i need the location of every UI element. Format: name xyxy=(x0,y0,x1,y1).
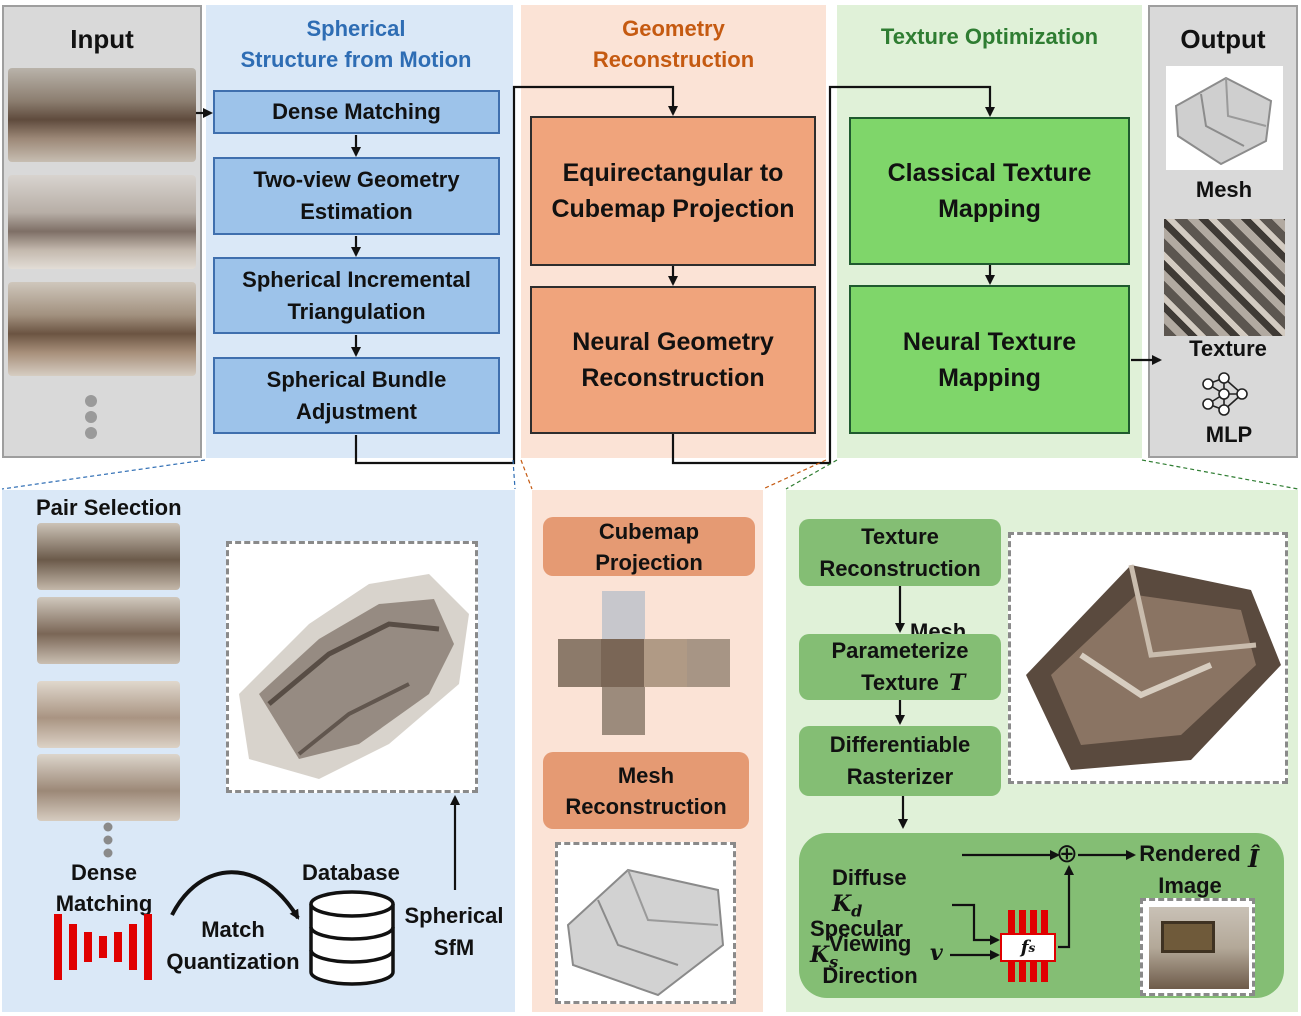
parameterize-text: Parameterize Texture xyxy=(831,638,969,695)
texture-symbol: T xyxy=(949,670,966,696)
function-subscript: s xyxy=(1028,940,1036,955)
pair-image-1b xyxy=(37,597,180,664)
mlp-network-icon xyxy=(1200,372,1252,418)
plus-icon: ⊕ xyxy=(1056,838,1078,868)
cubemap-projection-pill: Cubemap Projection xyxy=(543,517,755,576)
sfm-title: Spherical Structure from Motion xyxy=(240,16,472,72)
pair-image-2a xyxy=(37,681,180,748)
dense-matching-step: Dense Matching xyxy=(213,90,500,134)
textured-mesh-render xyxy=(1008,532,1288,784)
parameterize-texture-pill: Parameterize Texture T xyxy=(799,634,1001,700)
texture-reconstruction-pill: Texture Reconstruction xyxy=(799,519,1001,586)
more-dots-icon xyxy=(84,394,98,440)
rendered-image-thumbnail xyxy=(1140,898,1255,996)
geometry-title: Geometry Reconstruction xyxy=(592,16,755,72)
viewing-symbol: v xyxy=(930,940,943,966)
pair-selection-label: Pair Selection xyxy=(36,495,182,520)
two-view-geometry-step: Two-view Geometry Estimation xyxy=(213,157,500,235)
texture-title: Texture Optimization xyxy=(880,24,1099,49)
diffuse-subscript: d xyxy=(851,901,863,921)
pair-more-dots-icon xyxy=(102,822,114,858)
output-title: Output xyxy=(1180,24,1266,54)
incremental-triangulation-step: Spherical Incremental Triangulation xyxy=(213,257,500,334)
mesh-reconstruction-pill: Mesh Reconstruction xyxy=(543,752,749,829)
pair-image-1a xyxy=(37,523,180,590)
output-mesh-image xyxy=(1166,66,1283,170)
specular-symbol: K xyxy=(810,942,830,968)
rendered-symbol: Î xyxy=(1248,844,1260,873)
input-panorama-3 xyxy=(8,282,196,376)
sparse-point-cloud xyxy=(226,541,478,793)
cubemap-cross-image xyxy=(558,591,730,735)
database-label: Database xyxy=(302,860,400,885)
classical-texture-step: Classical Texture Mapping xyxy=(849,117,1130,265)
diffuse-symbol: K xyxy=(832,891,852,917)
specular-label: Specular Ks xyxy=(810,890,903,971)
rendered-image-label: Rendered Image xyxy=(1139,841,1241,898)
output-mlp-label: MLP xyxy=(1205,422,1253,447)
output-texture-image xyxy=(1164,219,1285,336)
neural-geometry-step: Neural Geometry Reconstruction xyxy=(530,286,816,434)
input-panorama-2 xyxy=(8,175,196,269)
output-texture-label: Texture xyxy=(1189,336,1267,361)
diffuse-text: Diffuse xyxy=(832,865,907,890)
input-title: Input xyxy=(70,24,134,54)
output-mesh-label: Mesh xyxy=(1195,177,1253,202)
viewing-direction-label: Viewing Direction xyxy=(822,931,918,988)
match-quantization-label: Match Quantization xyxy=(166,917,300,974)
specular-subscript: s xyxy=(829,952,839,972)
pair-image-2b xyxy=(37,754,180,821)
spherical-sfm-label: Spherical SfM xyxy=(404,903,504,960)
bundle-adjustment-step: Spherical Bundle Adjustment xyxy=(213,357,500,434)
specular-text: Specular xyxy=(810,916,903,941)
network-bars-icon xyxy=(54,914,154,980)
reconstructed-mesh-image xyxy=(555,842,736,1004)
cubemap-projection-step: Equirectangular to Cubemap Projection xyxy=(530,116,816,266)
diffuse-label: Diffuse Kd xyxy=(832,839,907,920)
differentiable-rasterizer-pill: Differentiable Rasterizer xyxy=(799,726,1001,796)
function-symbol: f xyxy=(1020,937,1029,958)
database-icon xyxy=(308,890,396,986)
dense-matching-label: Dense Matching xyxy=(55,860,153,916)
input-panorama-1 xyxy=(8,68,196,162)
neural-texture-step: Neural Texture Mapping xyxy=(849,285,1130,434)
